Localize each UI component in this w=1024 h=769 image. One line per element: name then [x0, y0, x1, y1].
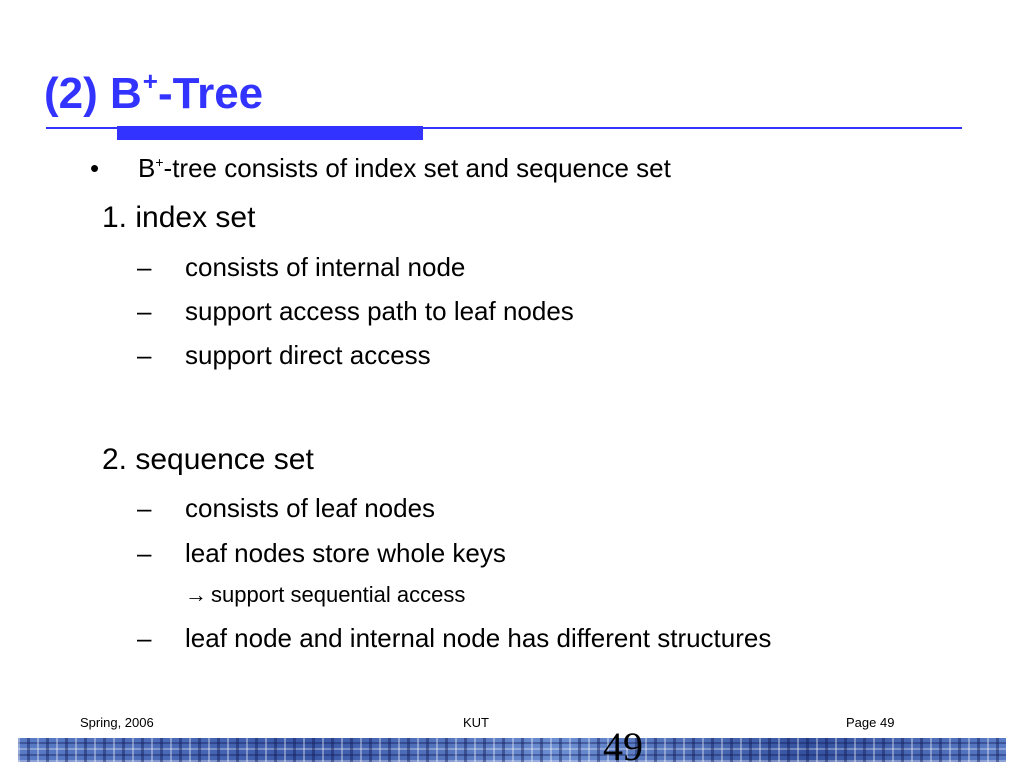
list-item: – leaf node and internal node has differe…	[137, 623, 772, 654]
intro-superscript: +	[155, 154, 164, 170]
right-arrow-icon: →	[185, 582, 207, 607]
page-number: 49	[603, 724, 643, 769]
list-item: – support access path to leaf nodes	[137, 296, 574, 327]
intro-b: B	[138, 153, 156, 183]
title-prefix: (2) B	[44, 69, 142, 118]
sub-note: →support sequential access	[185, 582, 465, 608]
dash-marker: –	[137, 493, 152, 523]
dash-marker: –	[137, 623, 152, 653]
title-superscript: +	[142, 66, 158, 96]
intro-bullet: • B+-tree consists of index set and seque…	[90, 153, 671, 184]
bullet-dot: •	[90, 153, 100, 183]
footer-page: Page 49	[846, 715, 895, 730]
list-item: – consists of internal node	[137, 252, 466, 283]
list-item-text: consists of leaf nodes	[185, 493, 436, 523]
section-heading-index-set: 1. index set	[102, 201, 256, 234]
decorative-pattern-band	[18, 738, 1006, 762]
list-item: – consists of leaf nodes	[137, 493, 436, 524]
list-item-text: support access path to leaf nodes	[185, 296, 574, 326]
list-item-text: consists of internal node	[185, 252, 466, 282]
footer-center: KUT	[463, 715, 489, 730]
list-item: – leaf nodes store whole keys	[137, 538, 506, 569]
title-underline	[46, 127, 962, 129]
title-accent-bar	[117, 126, 423, 140]
list-item-text: support direct access	[185, 340, 431, 370]
dash-marker: –	[137, 340, 152, 370]
title-suffix: -Tree	[157, 69, 264, 118]
intro-text: -tree consists of index set and sequence…	[163, 153, 671, 183]
dash-marker: –	[137, 296, 152, 326]
dash-marker: –	[137, 538, 152, 568]
list-item-text: leaf node and internal node has differen…	[185, 623, 772, 653]
section-heading-sequence-set: 2. sequence set	[102, 443, 314, 476]
list-item: – support direct access	[137, 340, 431, 371]
list-item-text: leaf nodes store whole keys	[185, 538, 506, 568]
slide-title: (2) B+-Tree	[44, 66, 263, 119]
footer-date: Spring, 2006	[80, 715, 154, 730]
sub-note-text: support sequential access	[211, 582, 466, 607]
dash-marker: –	[137, 252, 152, 282]
